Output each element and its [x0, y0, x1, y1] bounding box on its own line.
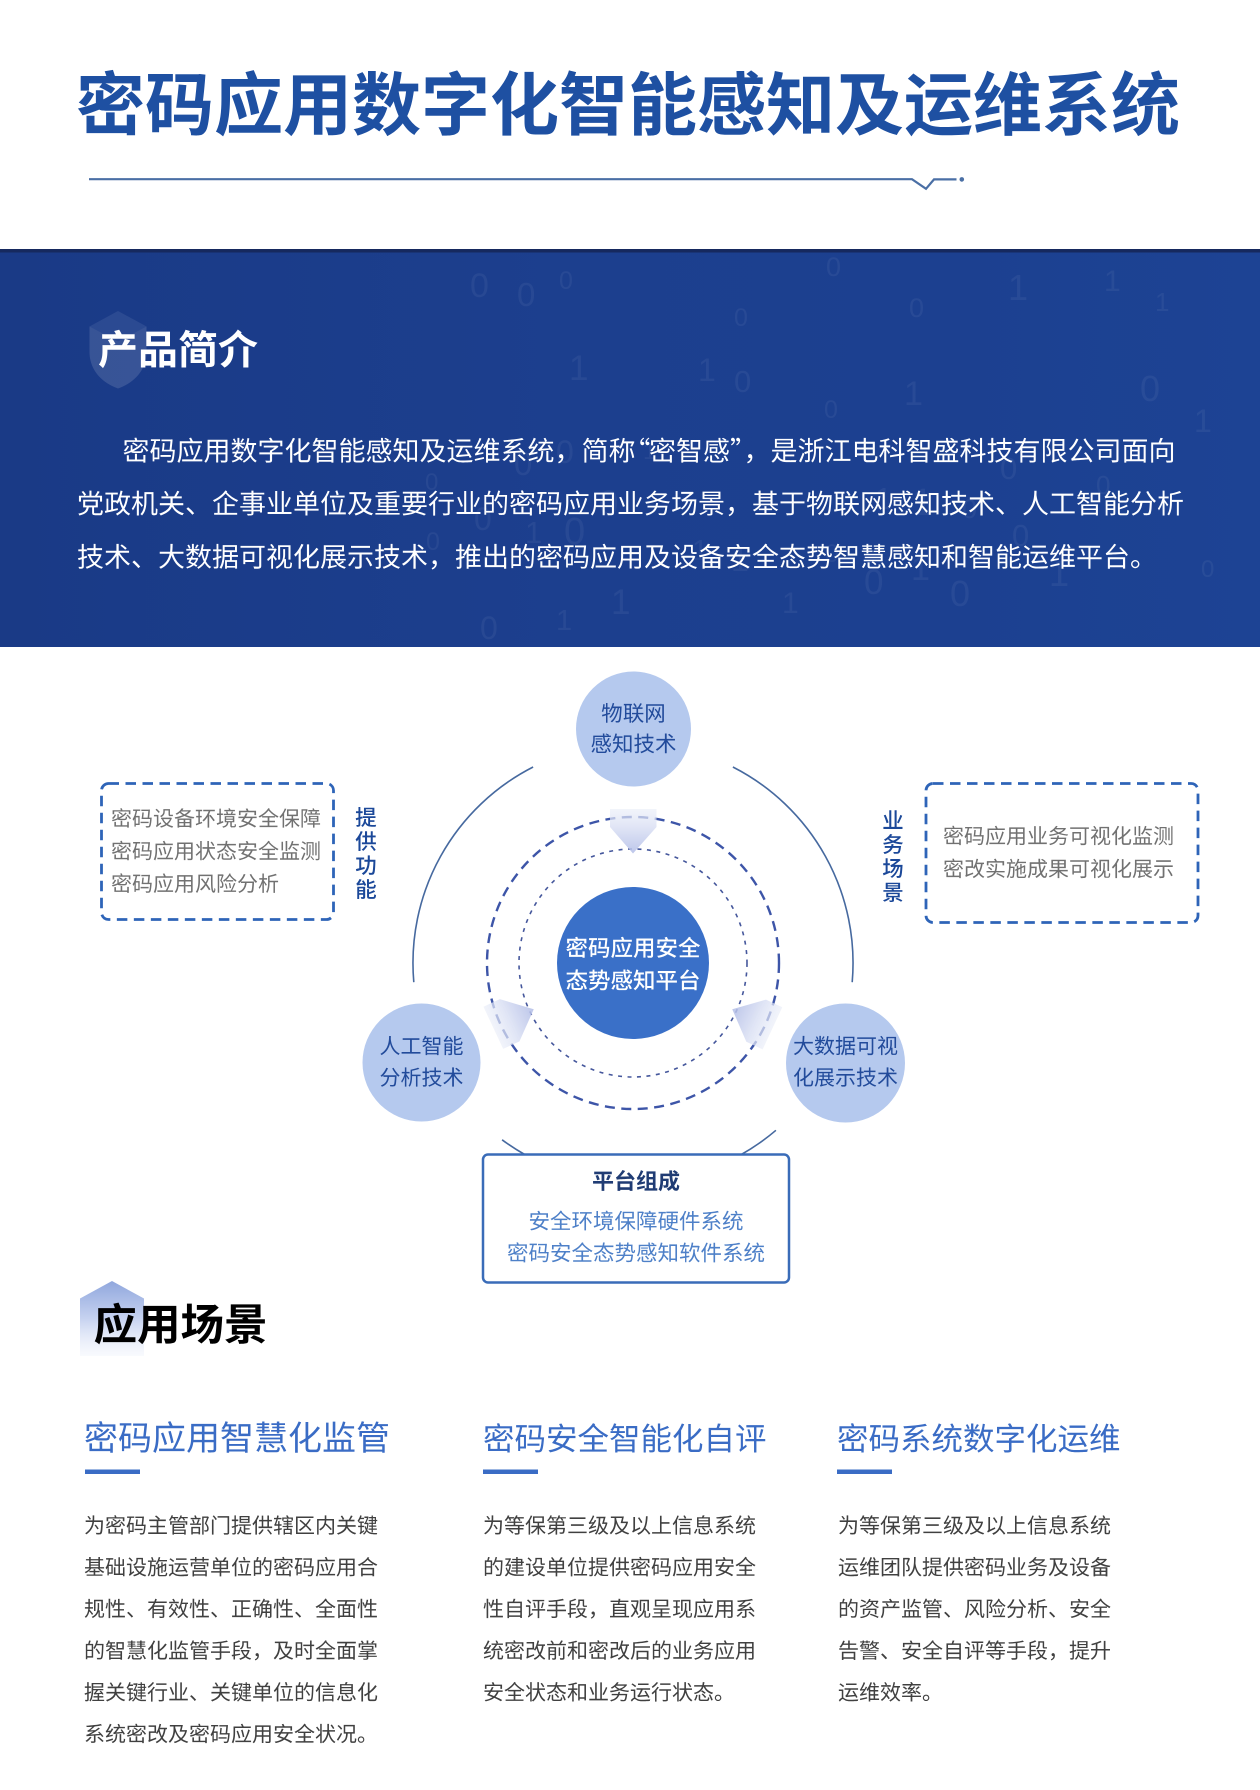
svg-text:0: 0: [1096, 470, 1110, 500]
svg-text:0: 0: [556, 434, 574, 470]
svg-text:1: 1: [525, 515, 542, 550]
svg-text:0: 0: [425, 469, 438, 496]
svg-text:0: 0: [517, 276, 535, 313]
svg-text:0: 0: [734, 364, 751, 399]
svg-text:0: 0: [514, 445, 532, 482]
svg-text:0: 0: [1012, 518, 1029, 553]
svg-text:1: 1: [731, 542, 749, 578]
svg-text:0: 0: [864, 563, 883, 602]
svg-text:1: 1: [1049, 553, 1069, 594]
svg-text:0: 0: [599, 484, 618, 523]
svg-text:0: 0: [734, 304, 748, 332]
svg-text:1: 1: [911, 550, 930, 588]
svg-text:0: 0: [426, 528, 440, 556]
svg-text:1: 1: [1104, 265, 1121, 298]
svg-text:0: 0: [480, 610, 498, 646]
svg-text:0: 0: [474, 501, 492, 537]
svg-text:0: 0: [826, 252, 841, 282]
svg-text:1: 1: [904, 375, 923, 413]
svg-text:1: 1: [1008, 267, 1028, 308]
svg-text:0: 0: [470, 267, 489, 305]
svg-text:0: 0: [950, 573, 970, 614]
svg-text:0: 0: [909, 293, 924, 323]
svg-text:0: 0: [962, 494, 977, 524]
svg-text:1: 1: [556, 605, 572, 637]
svg-text:1: 1: [782, 587, 799, 620]
svg-text:0: 0: [564, 511, 585, 553]
svg-text:1: 1: [1155, 287, 1169, 317]
svg-text:1: 1: [698, 352, 716, 388]
svg-text:0: 0: [1140, 368, 1160, 409]
svg-text:0: 0: [824, 396, 838, 424]
svg-text:0: 0: [559, 267, 573, 295]
svg-text:0: 0: [1000, 451, 1017, 486]
svg-text:1: 1: [569, 349, 588, 388]
svg-text:1: 1: [1194, 403, 1212, 439]
svg-text:1: 1: [611, 583, 630, 622]
svg-text:0: 0: [1201, 556, 1214, 583]
